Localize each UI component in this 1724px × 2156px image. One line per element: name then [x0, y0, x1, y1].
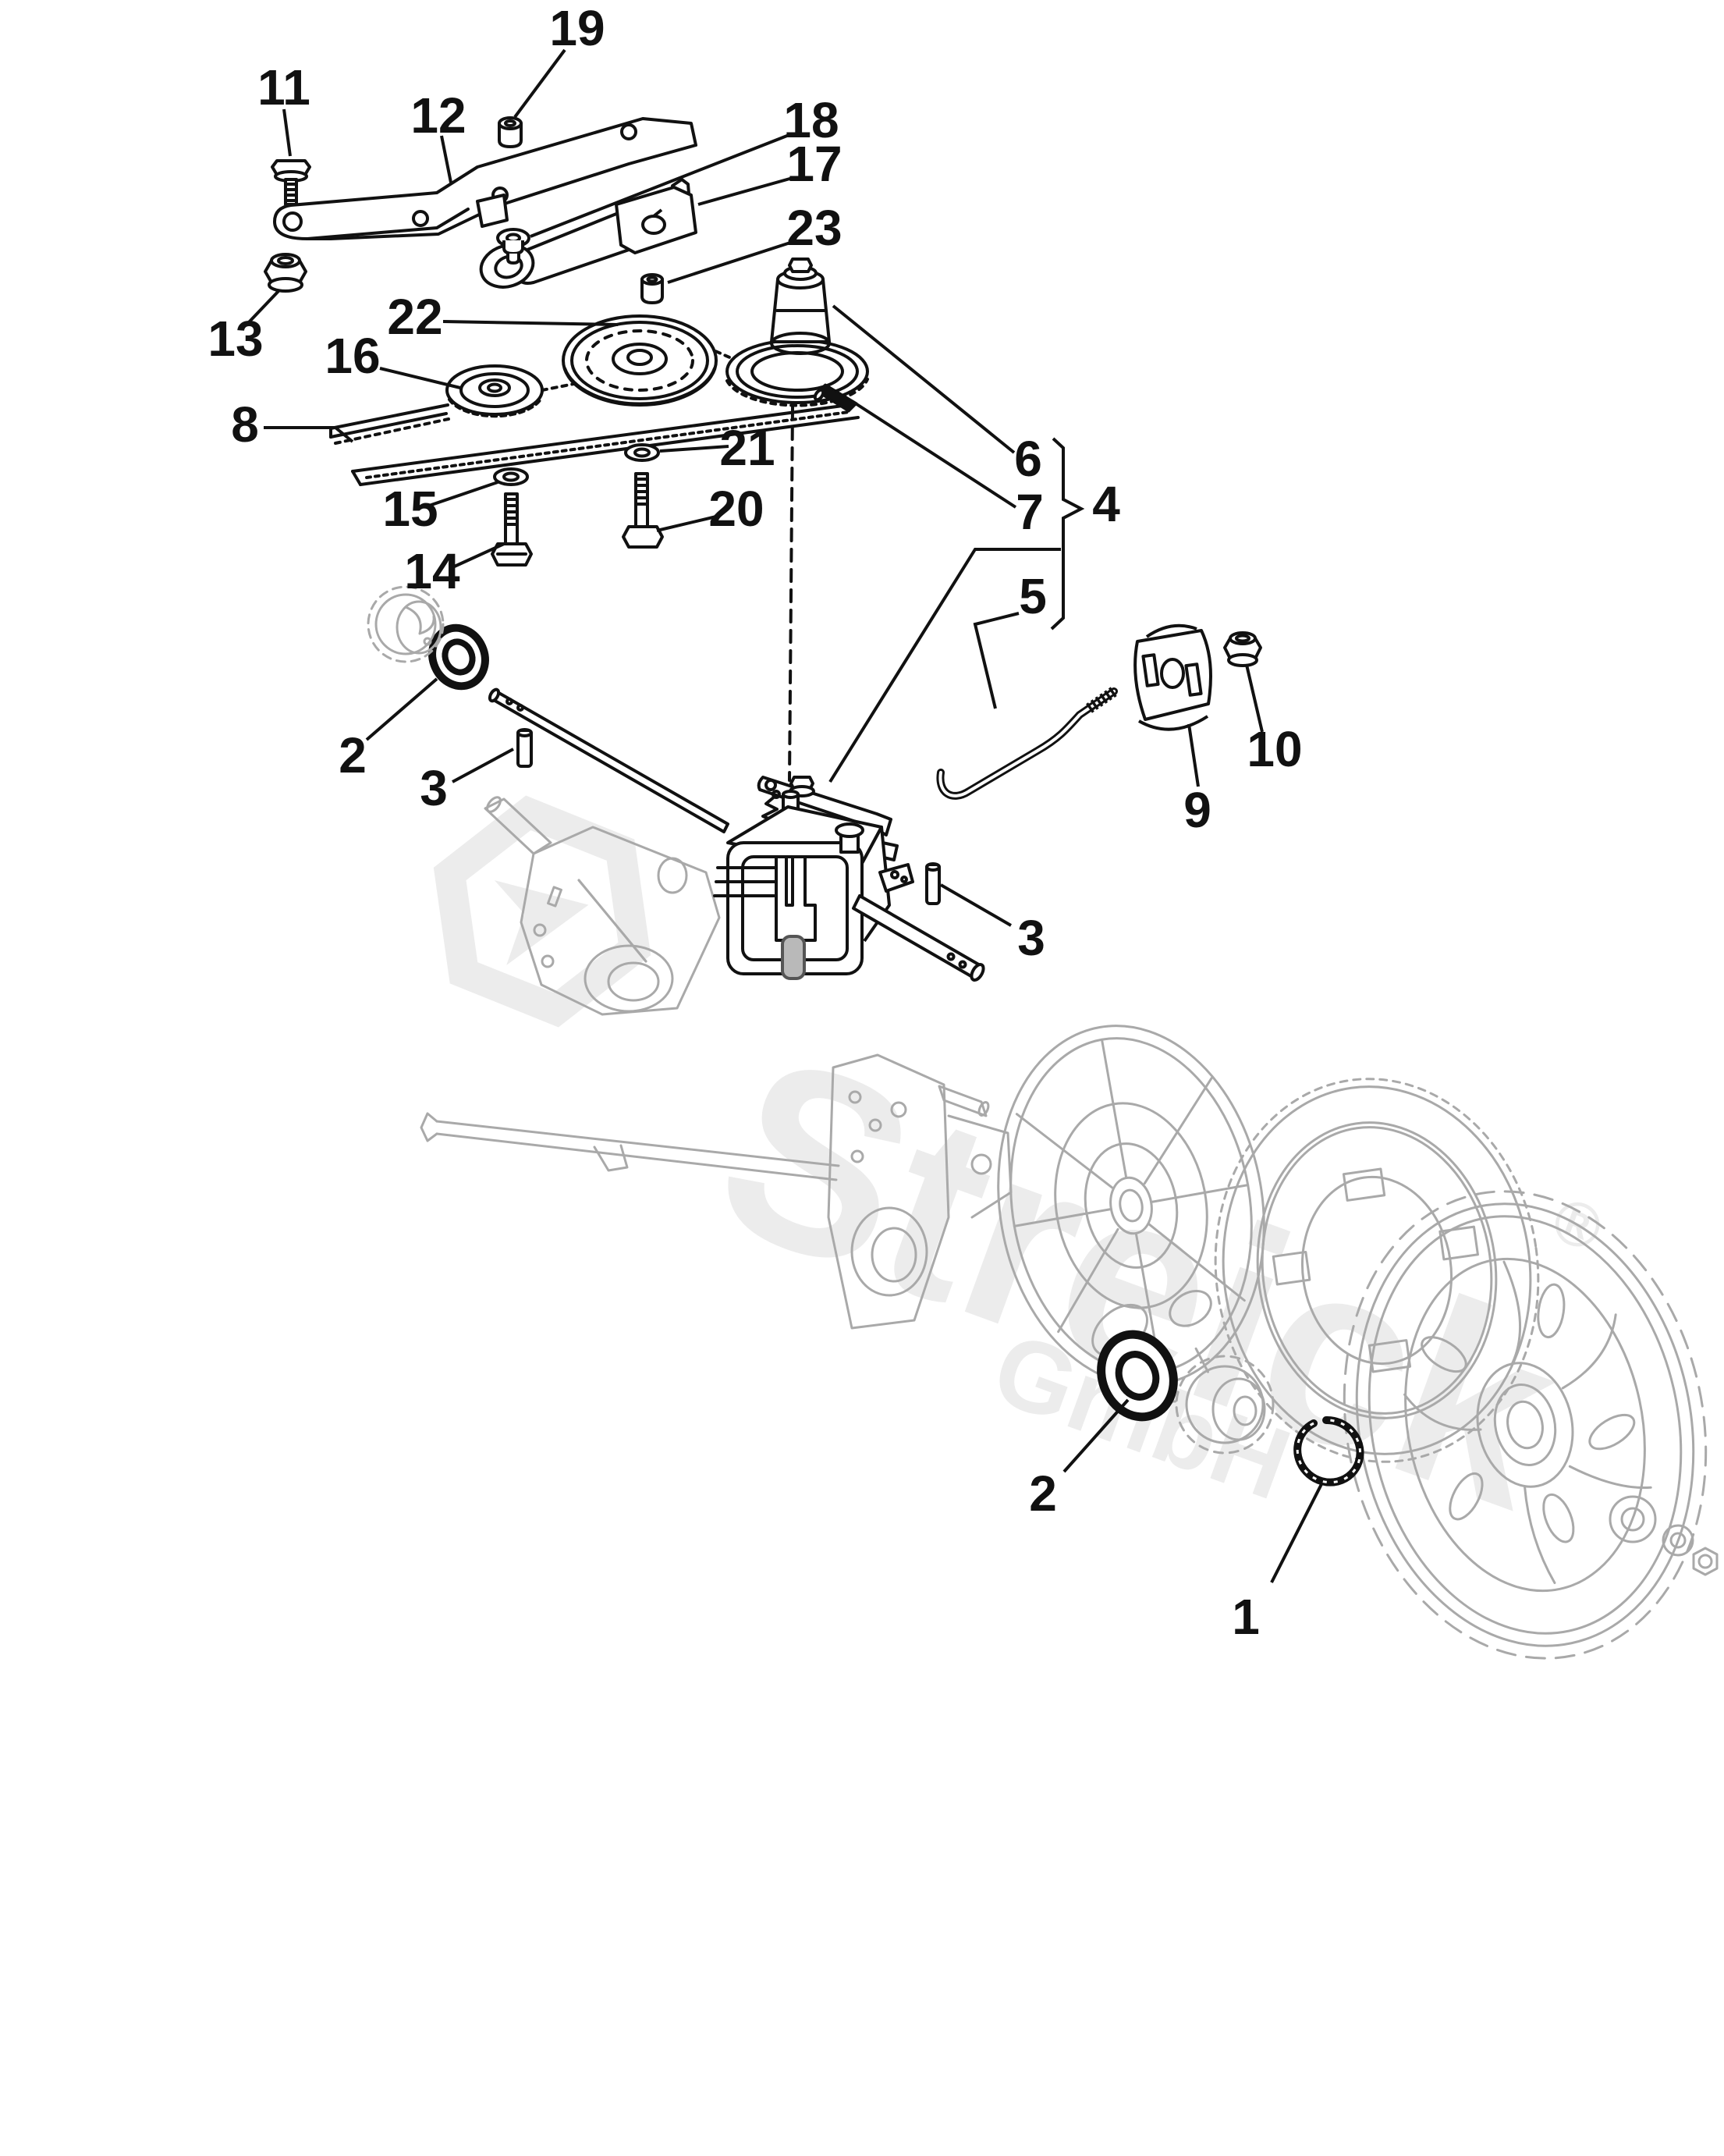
alignment-dashed-line	[788, 406, 794, 782]
part-22-drive-pulley	[562, 314, 718, 407]
leader-23	[667, 240, 793, 284]
callout-22: 22	[387, 289, 442, 345]
part-10-flange-nut	[1223, 631, 1262, 667]
part-2-bearing-top	[428, 623, 489, 691]
leader-3-left	[452, 748, 514, 783]
callout-4: 4	[1092, 476, 1120, 532]
callout-16: 16	[325, 328, 380, 384]
part-14-bolt	[491, 492, 533, 567]
callout-14: 14	[404, 543, 460, 599]
part-3-pin-left	[516, 728, 533, 768]
leader-8	[264, 426, 354, 443]
leader-19	[513, 48, 566, 119]
ghost-axle-bracket-assembly	[420, 1053, 1013, 1330]
callout-15: 15	[382, 481, 438, 537]
part-20-bolt	[622, 472, 664, 549]
leader-17	[697, 176, 793, 206]
brace-4	[1050, 437, 1085, 630]
ghost-pinion-gear-top	[367, 585, 445, 663]
leader-18	[530, 133, 792, 238]
gearbox-assembly	[713, 776, 985, 982]
leader-20	[656, 515, 717, 532]
callout-3-left: 3	[420, 760, 448, 816]
part-1-snap-ring	[1293, 1415, 1364, 1486]
part-16-idler-pulley	[445, 364, 544, 418]
part-18-bushing	[496, 228, 530, 265]
gearbox-output-shaft	[852, 894, 985, 982]
ghost-nut	[1692, 1547, 1719, 1576]
leader-2-bottom	[1062, 1398, 1130, 1473]
part-2-bearing-bottom	[1097, 1330, 1178, 1422]
callout-12: 12	[410, 87, 466, 144]
watermark-hexagon-logo	[433, 795, 651, 1028]
leader-6	[832, 304, 1016, 454]
callout-11: 11	[257, 59, 310, 115]
leader-11	[282, 108, 292, 157]
ghost-wheel	[1343, 1190, 1708, 1660]
ghost-washer	[1662, 1524, 1694, 1557]
part-3-pin-right	[925, 862, 941, 905]
idler-link-arm	[479, 208, 650, 289]
callout-18: 18	[783, 92, 839, 148]
callout-2-top: 2	[339, 727, 367, 783]
leader-4	[828, 548, 1061, 783]
leader-9	[1187, 723, 1200, 787]
part-9-retainer-plate	[1133, 623, 1212, 731]
leader-2-top	[365, 677, 438, 741]
part-13-flange-nut	[264, 253, 307, 293]
callout-17: 17	[786, 136, 842, 192]
leader-3-right	[939, 883, 1013, 927]
axle-shaft-left	[488, 687, 729, 833]
leader-12	[440, 135, 452, 183]
part-12-lever-plate	[273, 117, 697, 240]
callout-6: 6	[1014, 431, 1042, 487]
leader-1	[1270, 1483, 1323, 1583]
callout-1: 1	[1232, 1589, 1260, 1645]
part-17-bracket	[615, 178, 697, 254]
part-15-washer	[493, 467, 529, 486]
leader-13	[247, 289, 281, 325]
part-19-lock-nut	[498, 116, 523, 148]
leader-14	[450, 542, 505, 570]
callout-9: 9	[1183, 782, 1211, 838]
callout-10: 10	[1247, 721, 1302, 777]
ghost-lever-arm	[484, 796, 721, 1016]
callout-23: 23	[786, 200, 842, 256]
part-23-lock-nut	[640, 273, 664, 304]
ghost-pinion-gear-bottom	[1175, 1355, 1275, 1455]
callout-2-bottom: 2	[1029, 1465, 1057, 1522]
callout-21: 21	[719, 420, 775, 476]
leader-lines	[247, 48, 1323, 1583]
leader-22	[442, 320, 619, 326]
ghost-ring-gear	[1214, 1078, 1540, 1463]
leader-5	[973, 612, 1020, 709]
gearbox-body	[713, 805, 914, 980]
callout-7: 7	[1016, 484, 1044, 540]
ghost-wheel-bearing	[1609, 1495, 1657, 1543]
part-5-shift-rod	[936, 687, 1118, 800]
callout-13: 13	[208, 311, 263, 367]
leader-7	[850, 400, 1017, 509]
leader-16	[379, 367, 461, 389]
part-11-bolt	[271, 159, 311, 206]
part-21-washer	[624, 443, 660, 462]
callout-5: 5	[1019, 568, 1047, 624]
callout-20: 20	[708, 481, 764, 537]
callout-19: 19	[549, 0, 605, 56]
callout-3-right: 3	[1017, 910, 1045, 966]
leader-21	[659, 445, 729, 453]
callout-8: 8	[231, 396, 259, 453]
part-6-pulley-assembly	[725, 258, 869, 407]
watermark-text: Streick	[687, 998, 1594, 1563]
callout-labels: 19 11 12 18 17 23 13 22 16 8 21 15 14 20…	[208, 0, 1302, 1645]
leader-15	[428, 481, 498, 507]
leader-10	[1245, 664, 1264, 733]
